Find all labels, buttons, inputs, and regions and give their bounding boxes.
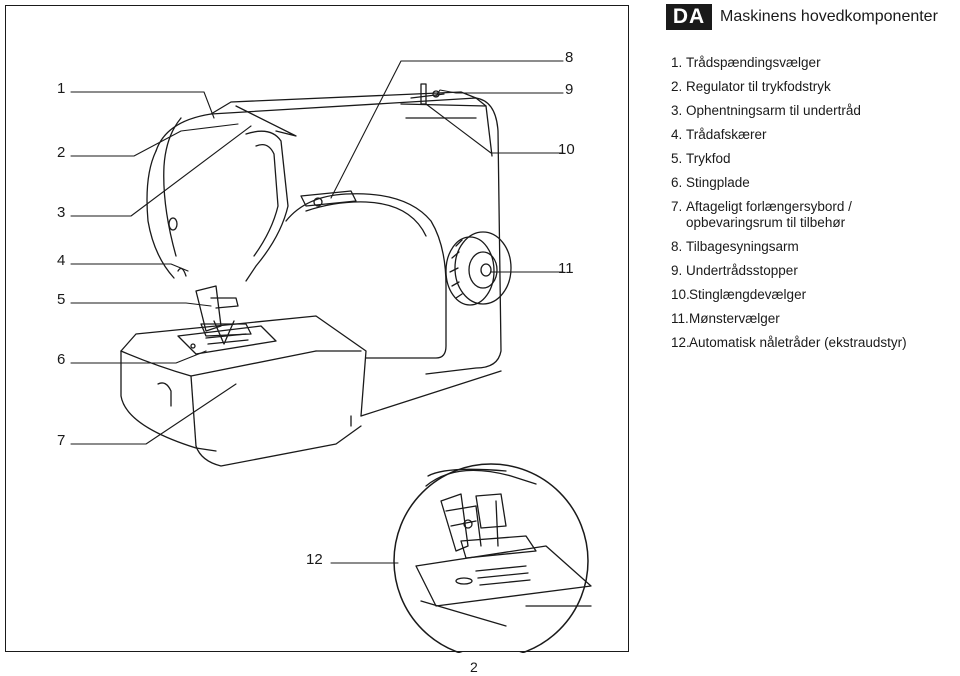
item-number: 4. [671,127,683,142]
item-number: 1. [671,55,683,70]
item-text: Trykfod [686,151,731,166]
item-text: Stingplade [686,175,750,190]
item-number: 2. [671,79,683,94]
item-text: Trådspændingsvælger [686,55,821,70]
item-number: 7. [671,199,683,214]
list-item: 1.Trådspændingsvælger [671,55,956,71]
item-number: 12. [671,335,690,350]
list-item: 2.Regulator til trykfodstryk [671,79,956,95]
item-number: 5. [671,151,683,166]
item-number: 11. [671,311,689,326]
callout-9: 9 [565,81,574,98]
callout-7: 7 [57,432,66,449]
item-number: 6. [671,175,683,190]
callout-10: 10 [558,141,575,158]
item-text: Trådafskærer [686,127,767,142]
item-number: 3. [671,103,683,118]
list-item: 12.Automatisk nåletråder (ekstraudstyr) [671,335,956,351]
sewing-machine-drawing [70,60,592,653]
callout-12: 12 [306,551,323,568]
leader-lines [70,60,564,564]
item-text: Regulator til trykfodstryk [686,79,831,94]
callout-1: 1 [57,80,66,97]
item-text: Aftageligt forlængersybord / [686,199,852,214]
item-number: 10. [671,287,690,302]
item-text: Ophentningsarm til undertråd [686,103,861,118]
parts-list: 1.Trådspændingsvælger 2.Regulator til tr… [671,55,956,359]
list-item: 5.Trykfod [671,151,956,167]
page-number: 2 [470,659,478,675]
callout-5: 5 [57,291,66,308]
item-number: 8. [671,239,683,254]
list-item: 4.Trådafskærer [671,127,956,143]
item-text: Automatisk nåletråder (ekstraudstyr) [689,335,907,350]
callout-11: 11 [558,260,574,277]
detail-inset [393,463,592,653]
item-text: Mønstervælger [689,311,780,326]
item-number: 9. [671,263,683,278]
item-text: Tilbagesyningsarm [686,239,799,254]
list-item: 9.Undertrådsstopper [671,263,956,279]
list-item: 10.Stinglængdevælger [671,287,956,303]
list-item: 3.Ophentningsarm til undertråd [671,103,956,119]
list-item: 8.Tilbagesyningsarm [671,239,956,255]
list-item: 6.Stingplade [671,175,956,191]
illustration-frame: 1 2 3 4 5 6 7 8 9 10 11 12 [5,5,629,653]
item-text-continued: opbevaringsrum til tilbehør [686,215,846,230]
callout-3: 3 [57,204,66,221]
callout-2: 2 [57,144,66,161]
callout-4: 4 [57,252,66,269]
page-title: Maskinens hovedkomponenter [720,8,938,25]
list-item: 7.Aftageligt forlængersybord /opbevaring… [671,199,956,231]
language-badge: DA [666,4,712,30]
item-text: Undertrådsstopper [686,263,798,278]
machine-body [120,83,512,467]
list-item: 11.Mønstervælger [671,311,956,327]
callout-6: 6 [57,351,66,368]
callout-8: 8 [565,49,574,66]
item-text: Stinglængdevælger [689,287,807,302]
